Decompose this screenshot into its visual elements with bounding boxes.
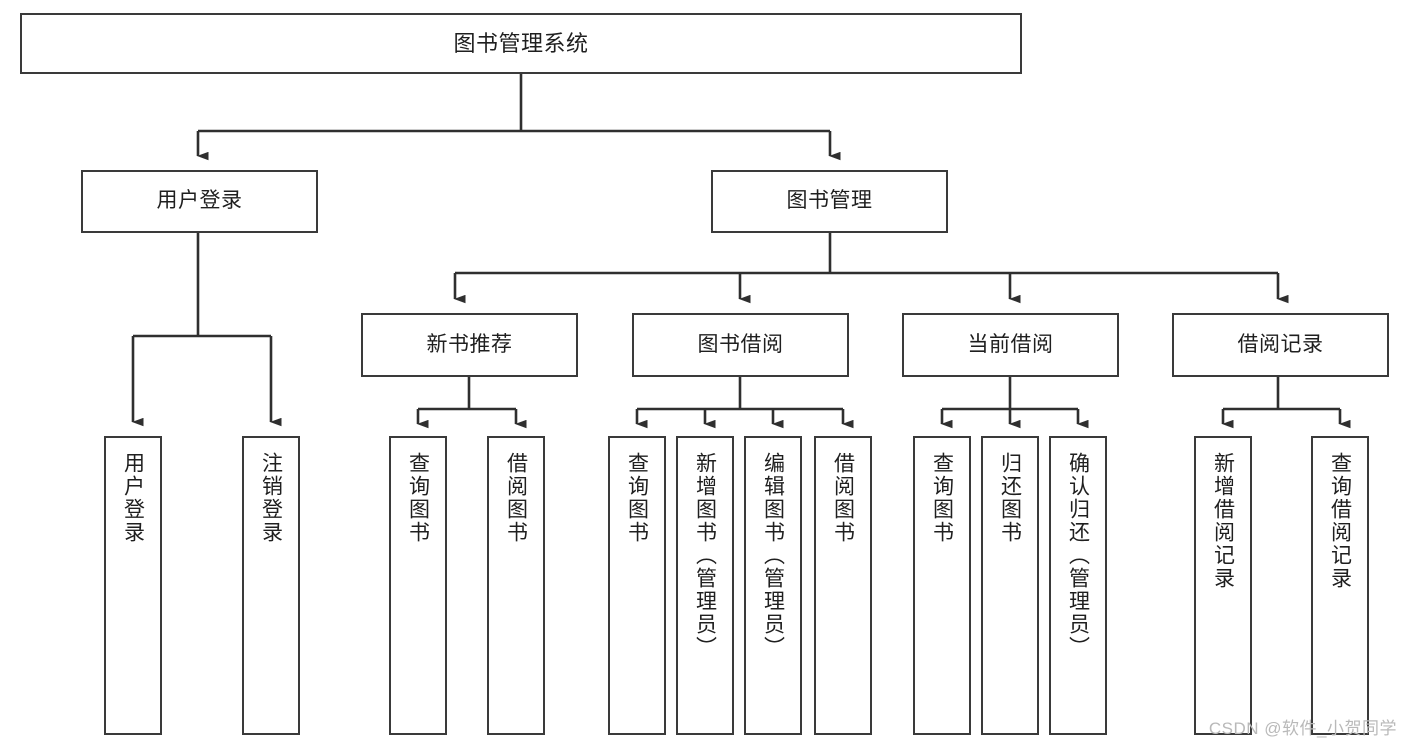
node-label-leaf-add-record: 新增借阅记录	[1211, 452, 1235, 590]
node-label-leaf-add-book: 新增图书（管理员）	[693, 452, 717, 659]
node-label-new-book-recommend: 新书推荐	[426, 332, 513, 356]
node-leaf-confirm-return[interactable]: 确认归还（管理员）	[1049, 436, 1107, 735]
node-user-login[interactable]: 用户登录	[81, 170, 318, 233]
node-label-leaf-query-book-2: 查询图书	[625, 452, 649, 544]
node-leaf-add-record[interactable]: 新增借阅记录	[1194, 436, 1252, 735]
node-label-root: 图书管理系统	[453, 30, 589, 56]
node-leaf-edit-book[interactable]: 编辑图书（管理员）	[744, 436, 802, 735]
node-label-leaf-edit-book: 编辑图书（管理员）	[761, 452, 785, 659]
node-book-borrow[interactable]: 图书借阅	[632, 313, 849, 377]
node-leaf-query-book-2[interactable]: 查询图书	[608, 436, 666, 735]
node-label-leaf-user-login: 用户登录	[121, 452, 145, 544]
node-new-book-recommend[interactable]: 新书推荐	[361, 313, 578, 377]
node-label-leaf-query-book-1: 查询图书	[406, 452, 430, 544]
node-book-management[interactable]: 图书管理	[711, 170, 948, 233]
node-label-leaf-borrow-book-1: 借阅图书	[504, 452, 528, 544]
node-label-leaf-query-record: 查询借阅记录	[1328, 452, 1352, 590]
node-leaf-query-record[interactable]: 查询借阅记录	[1311, 436, 1369, 735]
node-label-borrow-record: 借阅记录	[1237, 332, 1324, 356]
node-current-borrow[interactable]: 当前借阅	[902, 313, 1119, 377]
node-leaf-query-book-3[interactable]: 查询图书	[913, 436, 971, 735]
node-label-leaf-query-book-3: 查询图书	[930, 452, 954, 544]
node-leaf-add-book[interactable]: 新增图书（管理员）	[676, 436, 734, 735]
node-leaf-user-login[interactable]: 用户登录	[104, 436, 162, 735]
node-leaf-logout-login[interactable]: 注销登录	[242, 436, 300, 735]
node-label-leaf-confirm-return: 确认归还（管理员）	[1066, 452, 1090, 659]
node-label-book-management: 图书管理	[786, 189, 873, 213]
node-leaf-borrow-book-2[interactable]: 借阅图书	[814, 436, 872, 735]
node-label-book-borrow: 图书借阅	[697, 332, 784, 356]
node-label-leaf-borrow-book-2: 借阅图书	[831, 452, 855, 544]
node-leaf-borrow-book-1[interactable]: 借阅图书	[487, 436, 545, 735]
node-label-current-borrow: 当前借阅	[967, 332, 1054, 356]
node-label-leaf-return-book: 归还图书	[998, 452, 1022, 544]
node-leaf-return-book[interactable]: 归还图书	[981, 436, 1039, 735]
node-root-book-management-system[interactable]: 图书管理系统	[20, 13, 1022, 74]
node-leaf-query-book-1[interactable]: 查询图书	[389, 436, 447, 735]
node-label-user-login: 用户登录	[156, 189, 243, 213]
node-label-leaf-logout-login: 注销登录	[259, 452, 283, 544]
node-borrow-record[interactable]: 借阅记录	[1172, 313, 1389, 377]
